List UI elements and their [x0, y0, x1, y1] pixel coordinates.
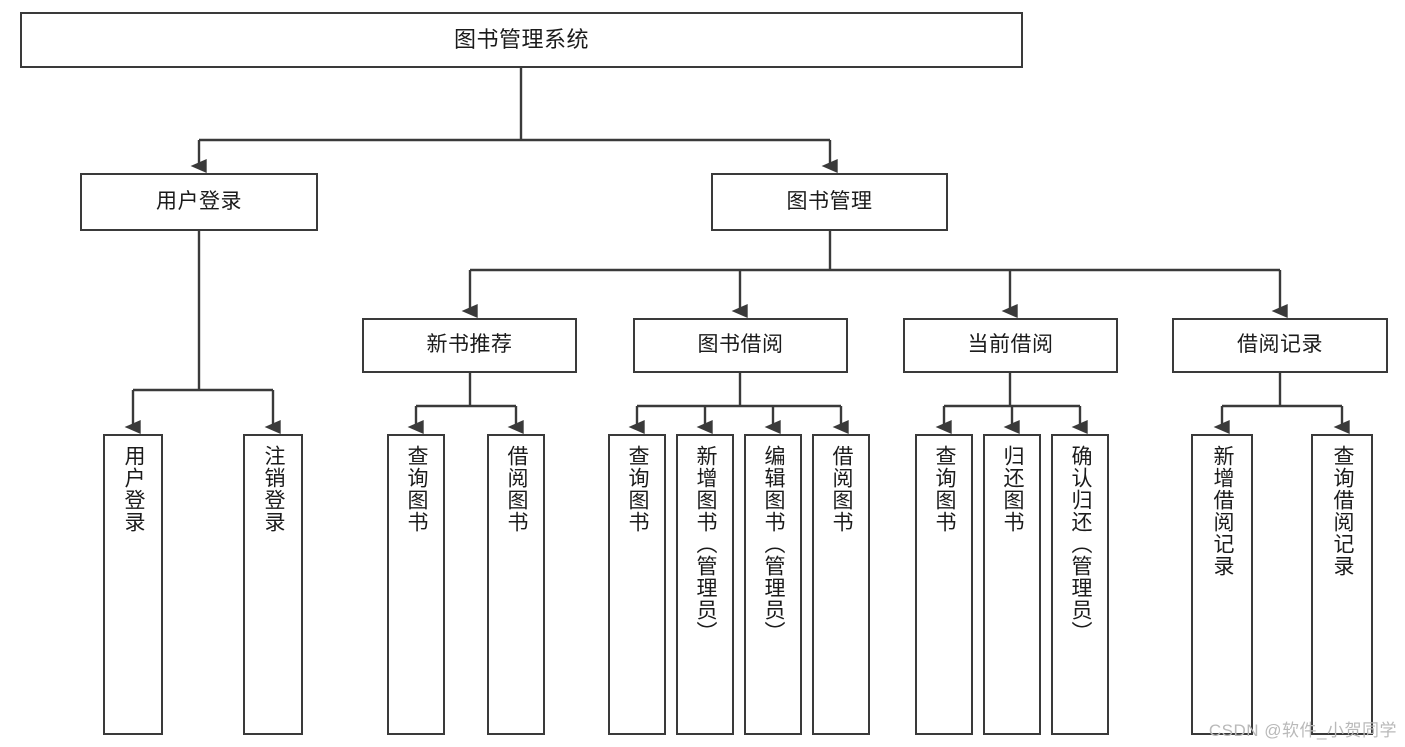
node-root[interactable]: 图书管理系统 — [20, 12, 1023, 68]
node-book-manage-label: 图书管理 — [786, 189, 873, 213]
node-leaf-add-record-label: 新增借阅记录 — [1211, 445, 1235, 577]
node-leaf-confirm-return-label: 确认归还（管理员） — [1069, 445, 1093, 643]
node-leaf-edit-book-label: 编辑图书（管理员） — [762, 445, 786, 643]
node-user-login-label: 用户登录 — [156, 189, 242, 213]
node-book-borrow[interactable]: 图书借阅 — [633, 318, 848, 373]
node-leaf-query-book-1-label: 查询图书 — [405, 445, 429, 533]
node-root-label: 图书管理系统 — [453, 27, 589, 53]
csdn-watermark: CSDN @软件_小贺同学 — [1208, 721, 1397, 740]
node-leaf-user-login[interactable]: 用户登录 — [103, 434, 163, 735]
node-leaf-borrow-book-2[interactable]: 借阅图书 — [812, 434, 870, 735]
node-leaf-query-record[interactable]: 查询借阅记录 — [1311, 434, 1373, 735]
node-new-book-recommend-label: 新书推荐 — [426, 333, 513, 357]
node-leaf-borrow-book-1[interactable]: 借阅图书 — [487, 434, 545, 735]
node-leaf-query-book-3-label: 查询图书 — [933, 445, 957, 533]
node-leaf-add-book-label: 新增图书（管理员） — [694, 445, 718, 643]
node-leaf-logout[interactable]: 注销登录 — [243, 434, 303, 735]
node-current-borrow[interactable]: 当前借阅 — [903, 318, 1118, 373]
node-leaf-add-record[interactable]: 新增借阅记录 — [1191, 434, 1253, 735]
node-borrow-record[interactable]: 借阅记录 — [1172, 318, 1388, 373]
node-book-manage[interactable]: 图书管理 — [711, 173, 948, 231]
node-new-book-recommend[interactable]: 新书推荐 — [362, 318, 577, 373]
node-leaf-user-login-label: 用户登录 — [122, 445, 146, 533]
node-leaf-query-book-1[interactable]: 查询图书 — [387, 434, 445, 735]
node-book-borrow-label: 图书借阅 — [697, 333, 784, 357]
node-leaf-edit-book[interactable]: 编辑图书（管理员） — [744, 434, 802, 735]
node-leaf-logout-label: 注销登录 — [262, 445, 286, 533]
node-leaf-borrow-book-2-label: 借阅图书 — [830, 445, 854, 533]
node-leaf-query-book-2[interactable]: 查询图书 — [608, 434, 666, 735]
node-current-borrow-label: 当前借阅 — [967, 333, 1054, 357]
node-user-login[interactable]: 用户登录 — [80, 173, 318, 231]
node-leaf-query-record-label: 查询借阅记录 — [1331, 445, 1355, 577]
node-leaf-return-book[interactable]: 归还图书 — [983, 434, 1041, 735]
node-leaf-borrow-book-1-label: 借阅图书 — [505, 445, 529, 533]
node-leaf-query-book-3[interactable]: 查询图书 — [915, 434, 973, 735]
node-leaf-query-book-2-label: 查询图书 — [626, 445, 650, 533]
node-leaf-return-book-label: 归还图书 — [1001, 445, 1025, 533]
node-borrow-record-label: 借阅记录 — [1237, 333, 1323, 357]
node-leaf-add-book[interactable]: 新增图书（管理员） — [676, 434, 734, 735]
node-leaf-confirm-return[interactable]: 确认归还（管理员） — [1051, 434, 1109, 735]
